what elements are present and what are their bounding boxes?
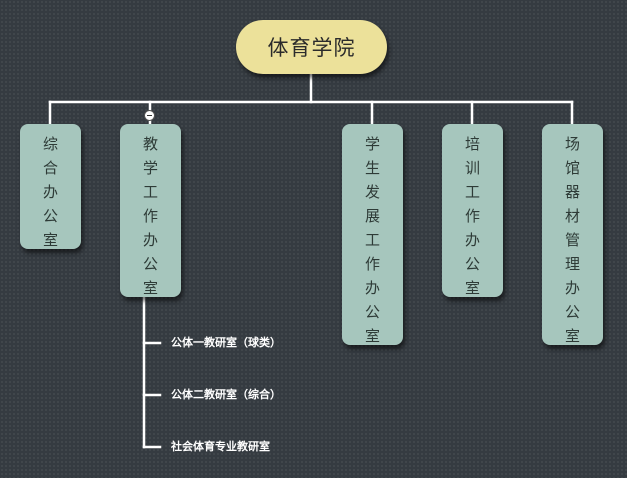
dept-label: 综合办公室 (42, 135, 58, 249)
subunit-social-sports[interactable]: 社会体育专业教研室 (171, 440, 270, 454)
root-node[interactable]: 体育学院 (236, 20, 387, 74)
minus-circle-icon[interactable] (144, 110, 155, 121)
subunit-label: 社会体育专业教研室 (171, 440, 270, 453)
dept-teaching-office[interactable]: 教学工作办公室 (120, 124, 181, 297)
dept-venue-office[interactable]: 场馆器材管理办公室 (542, 124, 603, 345)
subunit-label: 公体二教研室（综合） (171, 388, 281, 401)
dept-student-office[interactable]: 学生发展工作办公室 (342, 124, 403, 345)
subunit-general[interactable]: 公体二教研室（综合） (171, 388, 281, 402)
dept-general-office[interactable]: 综合办公室 (20, 124, 81, 249)
dept-label: 教学工作办公室 (142, 135, 158, 297)
dept-label: 培训工作办公室 (464, 135, 480, 297)
root-label: 体育学院 (267, 36, 356, 60)
subunit-ball-sports[interactable]: 公体一教研室（球类） (171, 336, 281, 350)
dept-label: 场馆器材管理办公室 (564, 135, 580, 345)
dept-training-office[interactable]: 培训工作办公室 (442, 124, 503, 297)
subunit-label: 公体一教研室（球类） (171, 336, 281, 349)
dept-label: 学生发展工作办公室 (364, 135, 380, 345)
